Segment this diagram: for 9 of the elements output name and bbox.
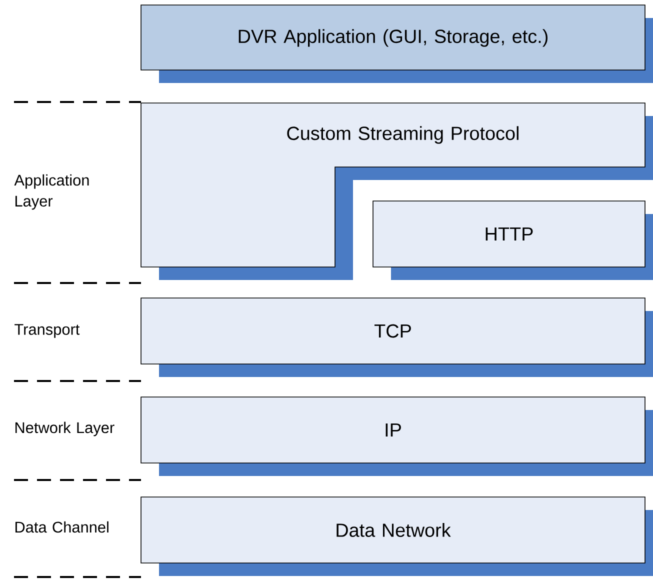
protocol-layer-box: HTTP [372,200,653,280]
layer-label: Application Layer [14,174,89,210]
layer-label: Data Channel [15,521,108,533]
protocol-layer-box: TCP [140,298,653,377]
protocol-layer-box: Data Network [140,496,653,576]
protocol-layer-box: IP [140,396,653,476]
layer-label: Transport [14,324,80,338]
protocol-layer-box: DVR Application (GUI, Storage, etc.) [140,4,653,83]
layer-label: Network Layer [15,422,114,436]
